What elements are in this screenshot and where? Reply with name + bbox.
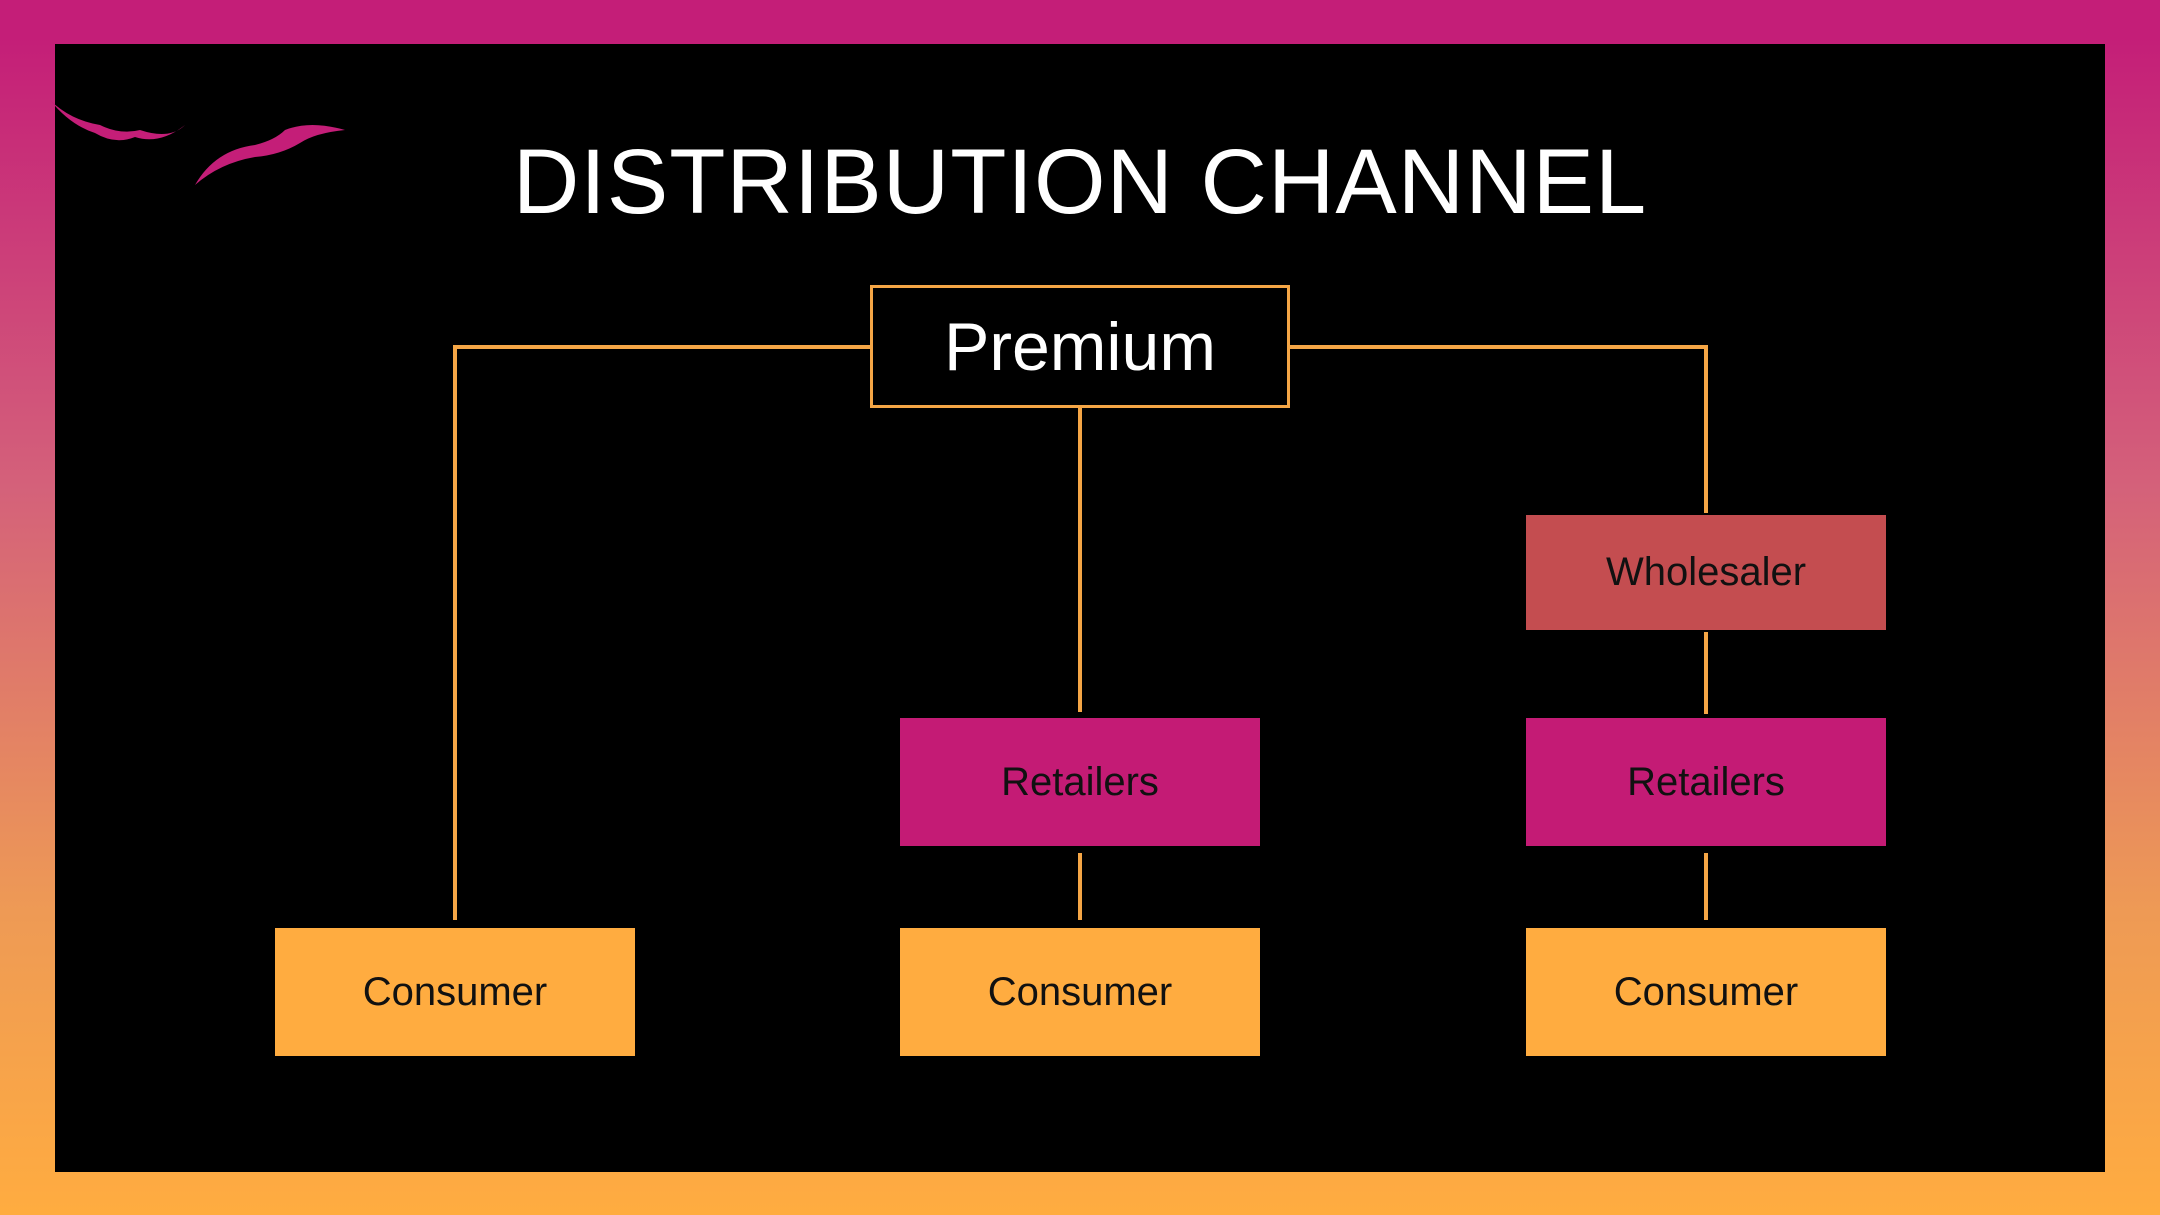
connector-left bbox=[453, 345, 870, 920]
birds-icon bbox=[50, 100, 345, 185]
page-title: DISTRIBUTION CHANNEL bbox=[512, 131, 1648, 233]
retailer-node: Retailers bbox=[900, 718, 1260, 846]
wholesaler-node: Wholesaler bbox=[1526, 515, 1886, 630]
root-node-premium: Premium bbox=[870, 285, 1290, 408]
consumer-node: Consumer bbox=[900, 928, 1260, 1056]
connector-right bbox=[1290, 345, 1708, 513]
consumer-node: Consumer bbox=[275, 928, 635, 1056]
consumer-node: Consumer bbox=[1526, 928, 1886, 1056]
retailer-node: Retailers bbox=[1526, 718, 1886, 846]
